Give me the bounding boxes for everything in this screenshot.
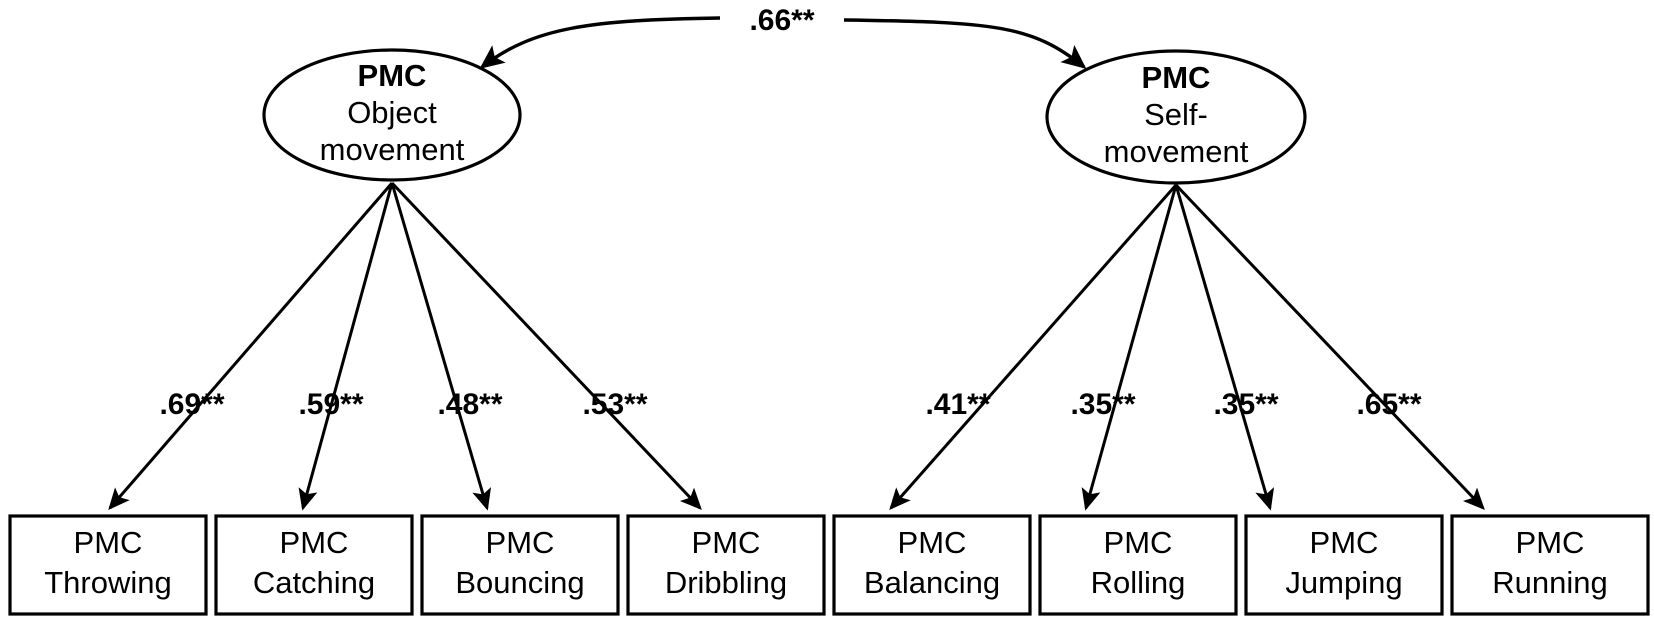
- indicator-bouncing-line2: Bouncing: [455, 565, 584, 600]
- loading-arrow-load-throwing: [108, 182, 394, 511]
- indicator-rolling-line2: Rolling: [1091, 565, 1186, 600]
- indicator-catching-line2: Catching: [253, 565, 375, 600]
- loading-label-load-balancing: .41**: [925, 388, 990, 421]
- indicator-catching-line1: PMC: [280, 525, 349, 560]
- latent-factor-self-movement-line1: PMC: [1142, 60, 1211, 95]
- indicator-box-rolling: [1038, 514, 1238, 616]
- loading-arrow-load-rolling: [1081, 184, 1178, 511]
- indicator-box-throwing: [8, 514, 208, 616]
- indicator-jumping-line1: PMC: [1310, 525, 1379, 560]
- indicator-box-running: [1450, 514, 1650, 616]
- loading-label-load-throwing: .69**: [159, 388, 224, 421]
- path-coefficient-label-group: .69** .59** .48** .53** .41** .35** .35** .65**…: [159, 4, 1421, 421]
- latent-factor-object-movement-line1: PMC: [358, 58, 427, 93]
- latent-factor-ellipse-self-movement: [1045, 49, 1307, 185]
- indicator-dribbling-line2: Dribbling: [665, 565, 787, 600]
- indicator-running-line1: PMC: [1516, 525, 1585, 560]
- indicator-box-group: PMC Throwing PMC Catching PMC Bouncing PMC Drib…: [8, 514, 1650, 616]
- loading-label-load-rolling: .35**: [1070, 388, 1135, 421]
- indicator-jumping-line2: Jumping: [1285, 565, 1402, 600]
- covariance-arc-left-head: [479, 16, 721, 69]
- loading-label-load-bouncing: .48**: [437, 388, 502, 421]
- latent-factor-self-movement-line2: Self-: [1144, 97, 1208, 132]
- indicator-box-dribbling: [626, 514, 826, 616]
- indicator-box-jumping: [1244, 514, 1444, 616]
- loading-label-load-jumping: .35**: [1213, 388, 1278, 421]
- indicator-bouncing-line1: PMC: [486, 525, 555, 560]
- latent-factor-ellipse-object-movement: [262, 48, 522, 182]
- loading-arrow-load-jumping: [1174, 184, 1275, 511]
- loading-label-load-catching: .59**: [298, 388, 363, 421]
- loading-label-load-dribbling: .53**: [582, 388, 647, 421]
- indicator-dribbling-line1: PMC: [692, 525, 761, 560]
- indicator-balancing-line2: Balancing: [864, 565, 1000, 600]
- indicator-box-bouncing: [420, 514, 620, 616]
- loading-arrow-load-running: [1174, 183, 1485, 510]
- latent-factor-self-movement-line3: movement: [1104, 134, 1249, 169]
- latent-factor-object-movement-line2: Object: [347, 95, 437, 130]
- indicator-balancing-line1: PMC: [898, 525, 967, 560]
- loading-arrow-load-catching: [298, 182, 394, 511]
- loading-arrow-load-bouncing: [390, 182, 492, 511]
- loading-path-group: [108, 181, 1485, 511]
- indicator-throwing-line2: Throwing: [44, 565, 172, 600]
- indicator-throwing-line1: PMC: [74, 525, 143, 560]
- indicator-rolling-line1: PMC: [1104, 525, 1173, 560]
- covariance-label: .66**: [749, 4, 814, 37]
- loading-arrow-load-balancing: [889, 184, 1178, 511]
- indicator-box-balancing: [832, 514, 1032, 616]
- loading-label-load-running: .65**: [1356, 388, 1421, 421]
- loading-arrow-load-dribbling: [390, 181, 702, 510]
- covariance-arc-group: [479, 16, 1087, 69]
- indicator-running-line2: Running: [1492, 565, 1607, 600]
- indicator-box-catching: [214, 514, 414, 616]
- covariance-arc-right-head: [843, 18, 1087, 69]
- latent-factor-object-movement-line3: movement: [320, 132, 465, 167]
